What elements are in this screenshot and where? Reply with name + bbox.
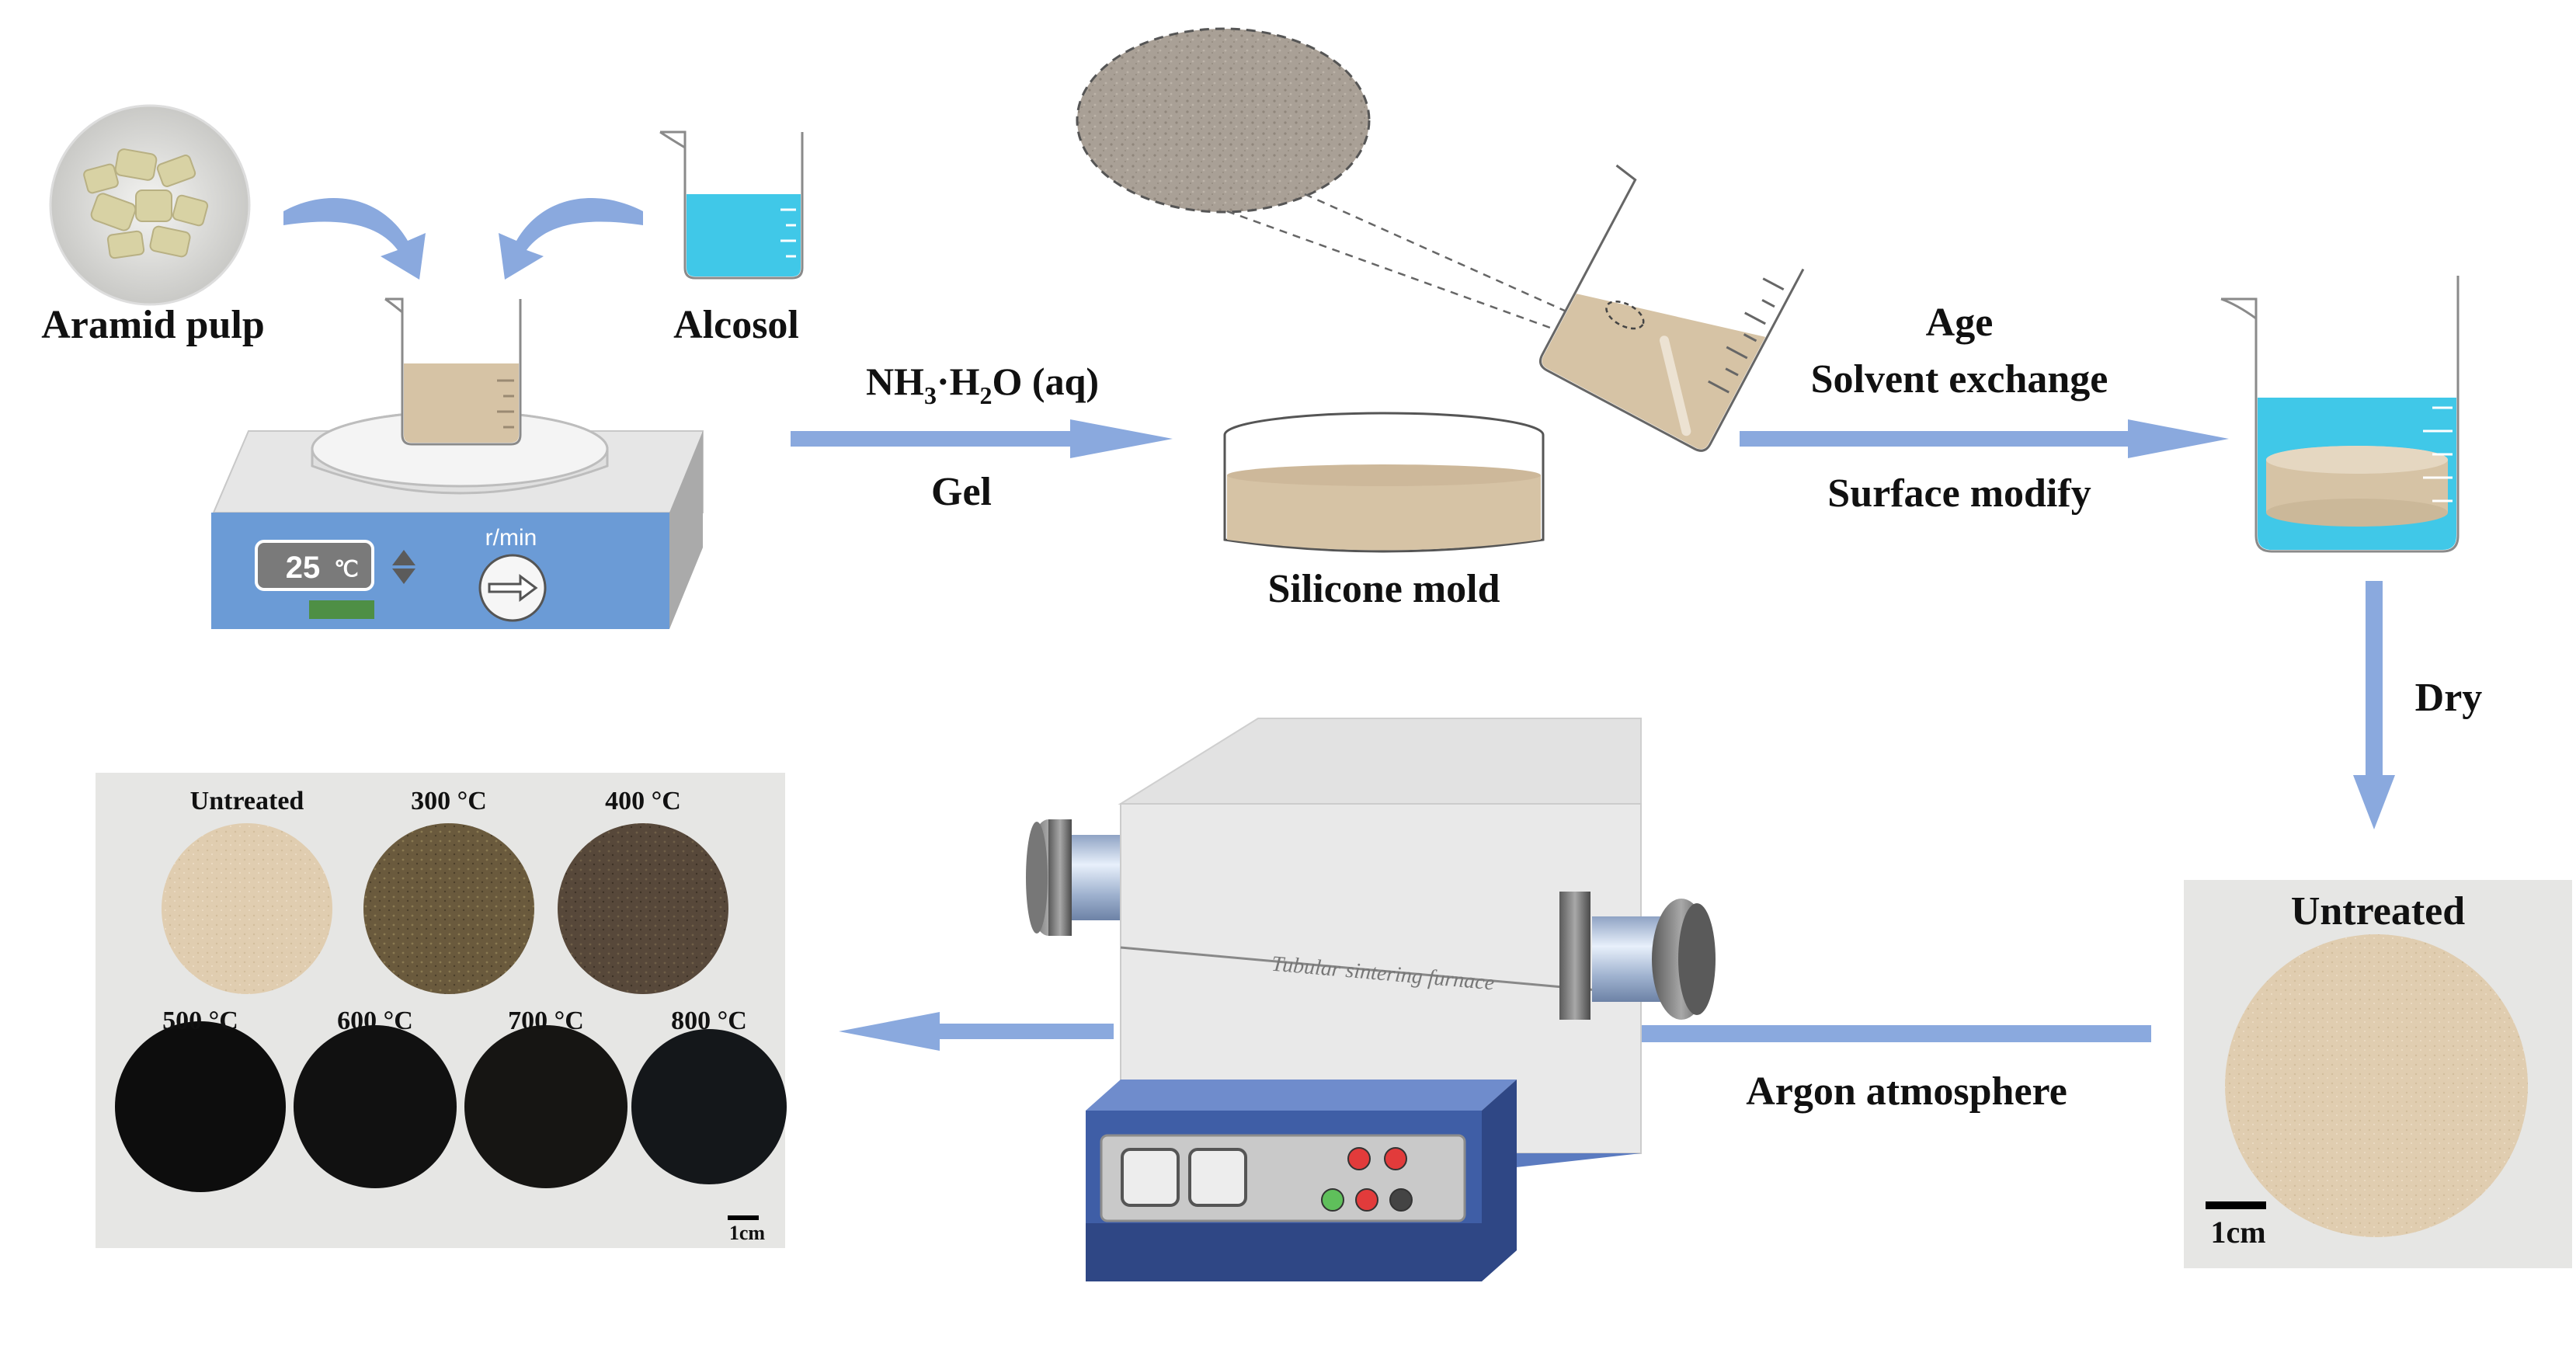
silicone-mold-label: Silicone mold — [1267, 567, 1500, 611]
scale-bar — [2206, 1201, 2266, 1209]
sample-disc — [363, 823, 534, 994]
sample-label: 300 °C — [411, 787, 487, 815]
arrow-down-icon — [392, 568, 415, 584]
speed-dial-icon — [478, 554, 547, 622]
mixing-beaker — [384, 297, 522, 446]
scale-label: 1cm — [2210, 1215, 2265, 1250]
arrow-age-icon — [1740, 419, 2229, 458]
solvent-exchange-label: Solvent exchange — [1811, 357, 2108, 402]
indicator-light — [309, 600, 374, 619]
start-button[interactable] — [1321, 1188, 1344, 1212]
temperature-value: 25 — [286, 551, 321, 585]
arrow-result-icon — [839, 1012, 1114, 1051]
furnace-button-1[interactable] — [1121, 1148, 1180, 1207]
alcosol-label: Alcosol — [673, 303, 799, 347]
untreated-sample-title: Untreated — [2291, 889, 2465, 934]
age-label: Age — [1926, 301, 1994, 345]
arrow-argon-icon — [1598, 1025, 2151, 1042]
dry-label: Dry — [2415, 676, 2483, 720]
exchange-beaker — [2220, 276, 2460, 553]
speed-unit-label: r/min — [485, 525, 537, 551]
arrow-dry-icon — [2353, 581, 2395, 829]
sample-disc — [558, 823, 728, 994]
sample-label: 600 °C — [337, 1007, 413, 1035]
alcosol-beaker — [659, 130, 804, 280]
ammonia-label: NH3·H2O (aq) — [866, 360, 1099, 409]
red-indicator-1 — [1347, 1147, 1371, 1170]
sample-grid-panel: Untreated 300 °C 400 °C 500 °C 600 °C 700 °C 8… — [96, 773, 787, 1248]
sample-disc — [464, 1025, 627, 1188]
sample-label: 700 °C — [508, 1007, 584, 1035]
sample-label: 800 °C — [671, 1007, 747, 1035]
aramid-pulp-image — [49, 104, 251, 306]
sample-label: 400 °C — [605, 787, 681, 815]
sample-disc — [162, 823, 332, 994]
curved-arrow-right-icon — [499, 198, 643, 280]
curved-arrow-left-icon — [283, 198, 426, 280]
untreated-sample-panel: Untreated 1cm — [2184, 880, 2572, 1268]
arrow-up-icon — [392, 550, 415, 565]
grid-scale-bar — [728, 1215, 759, 1220]
stop-button[interactable] — [1355, 1188, 1378, 1212]
furnace-button-2[interactable] — [1188, 1148, 1247, 1207]
surface-modify-label: Surface modify — [1827, 471, 2091, 516]
furnace-tube-right — [1559, 892, 1716, 1020]
tubular-furnace: Tubular sintering furnace — [1026, 718, 1716, 1281]
temperature-unit: ℃ — [334, 557, 358, 581]
sample-disc — [294, 1025, 457, 1188]
sample-disc — [631, 1029, 787, 1184]
silicone-mold — [1223, 412, 1545, 553]
pouring-beaker — [1539, 164, 1805, 452]
sample-label: 500 °C — [162, 1007, 238, 1035]
arrow-gel-icon — [791, 419, 1173, 458]
power-button[interactable] — [1389, 1188, 1413, 1212]
aramid-pulp-label: Aramid pulp — [41, 303, 265, 347]
sample-disc — [115, 1021, 286, 1192]
sample-label: Untreated — [190, 787, 304, 815]
grid-scale-label: 1cm — [729, 1222, 766, 1244]
argon-atmosphere-label: Argon atmosphere — [1746, 1069, 2067, 1114]
zoom-detail-image — [1076, 27, 1612, 347]
magnetic-stirrer: 25 ℃ r/min — [211, 410, 704, 629]
red-indicator-2 — [1384, 1147, 1407, 1170]
untreated-sample-disc — [2225, 934, 2528, 1237]
gel-label: Gel — [931, 470, 992, 514]
